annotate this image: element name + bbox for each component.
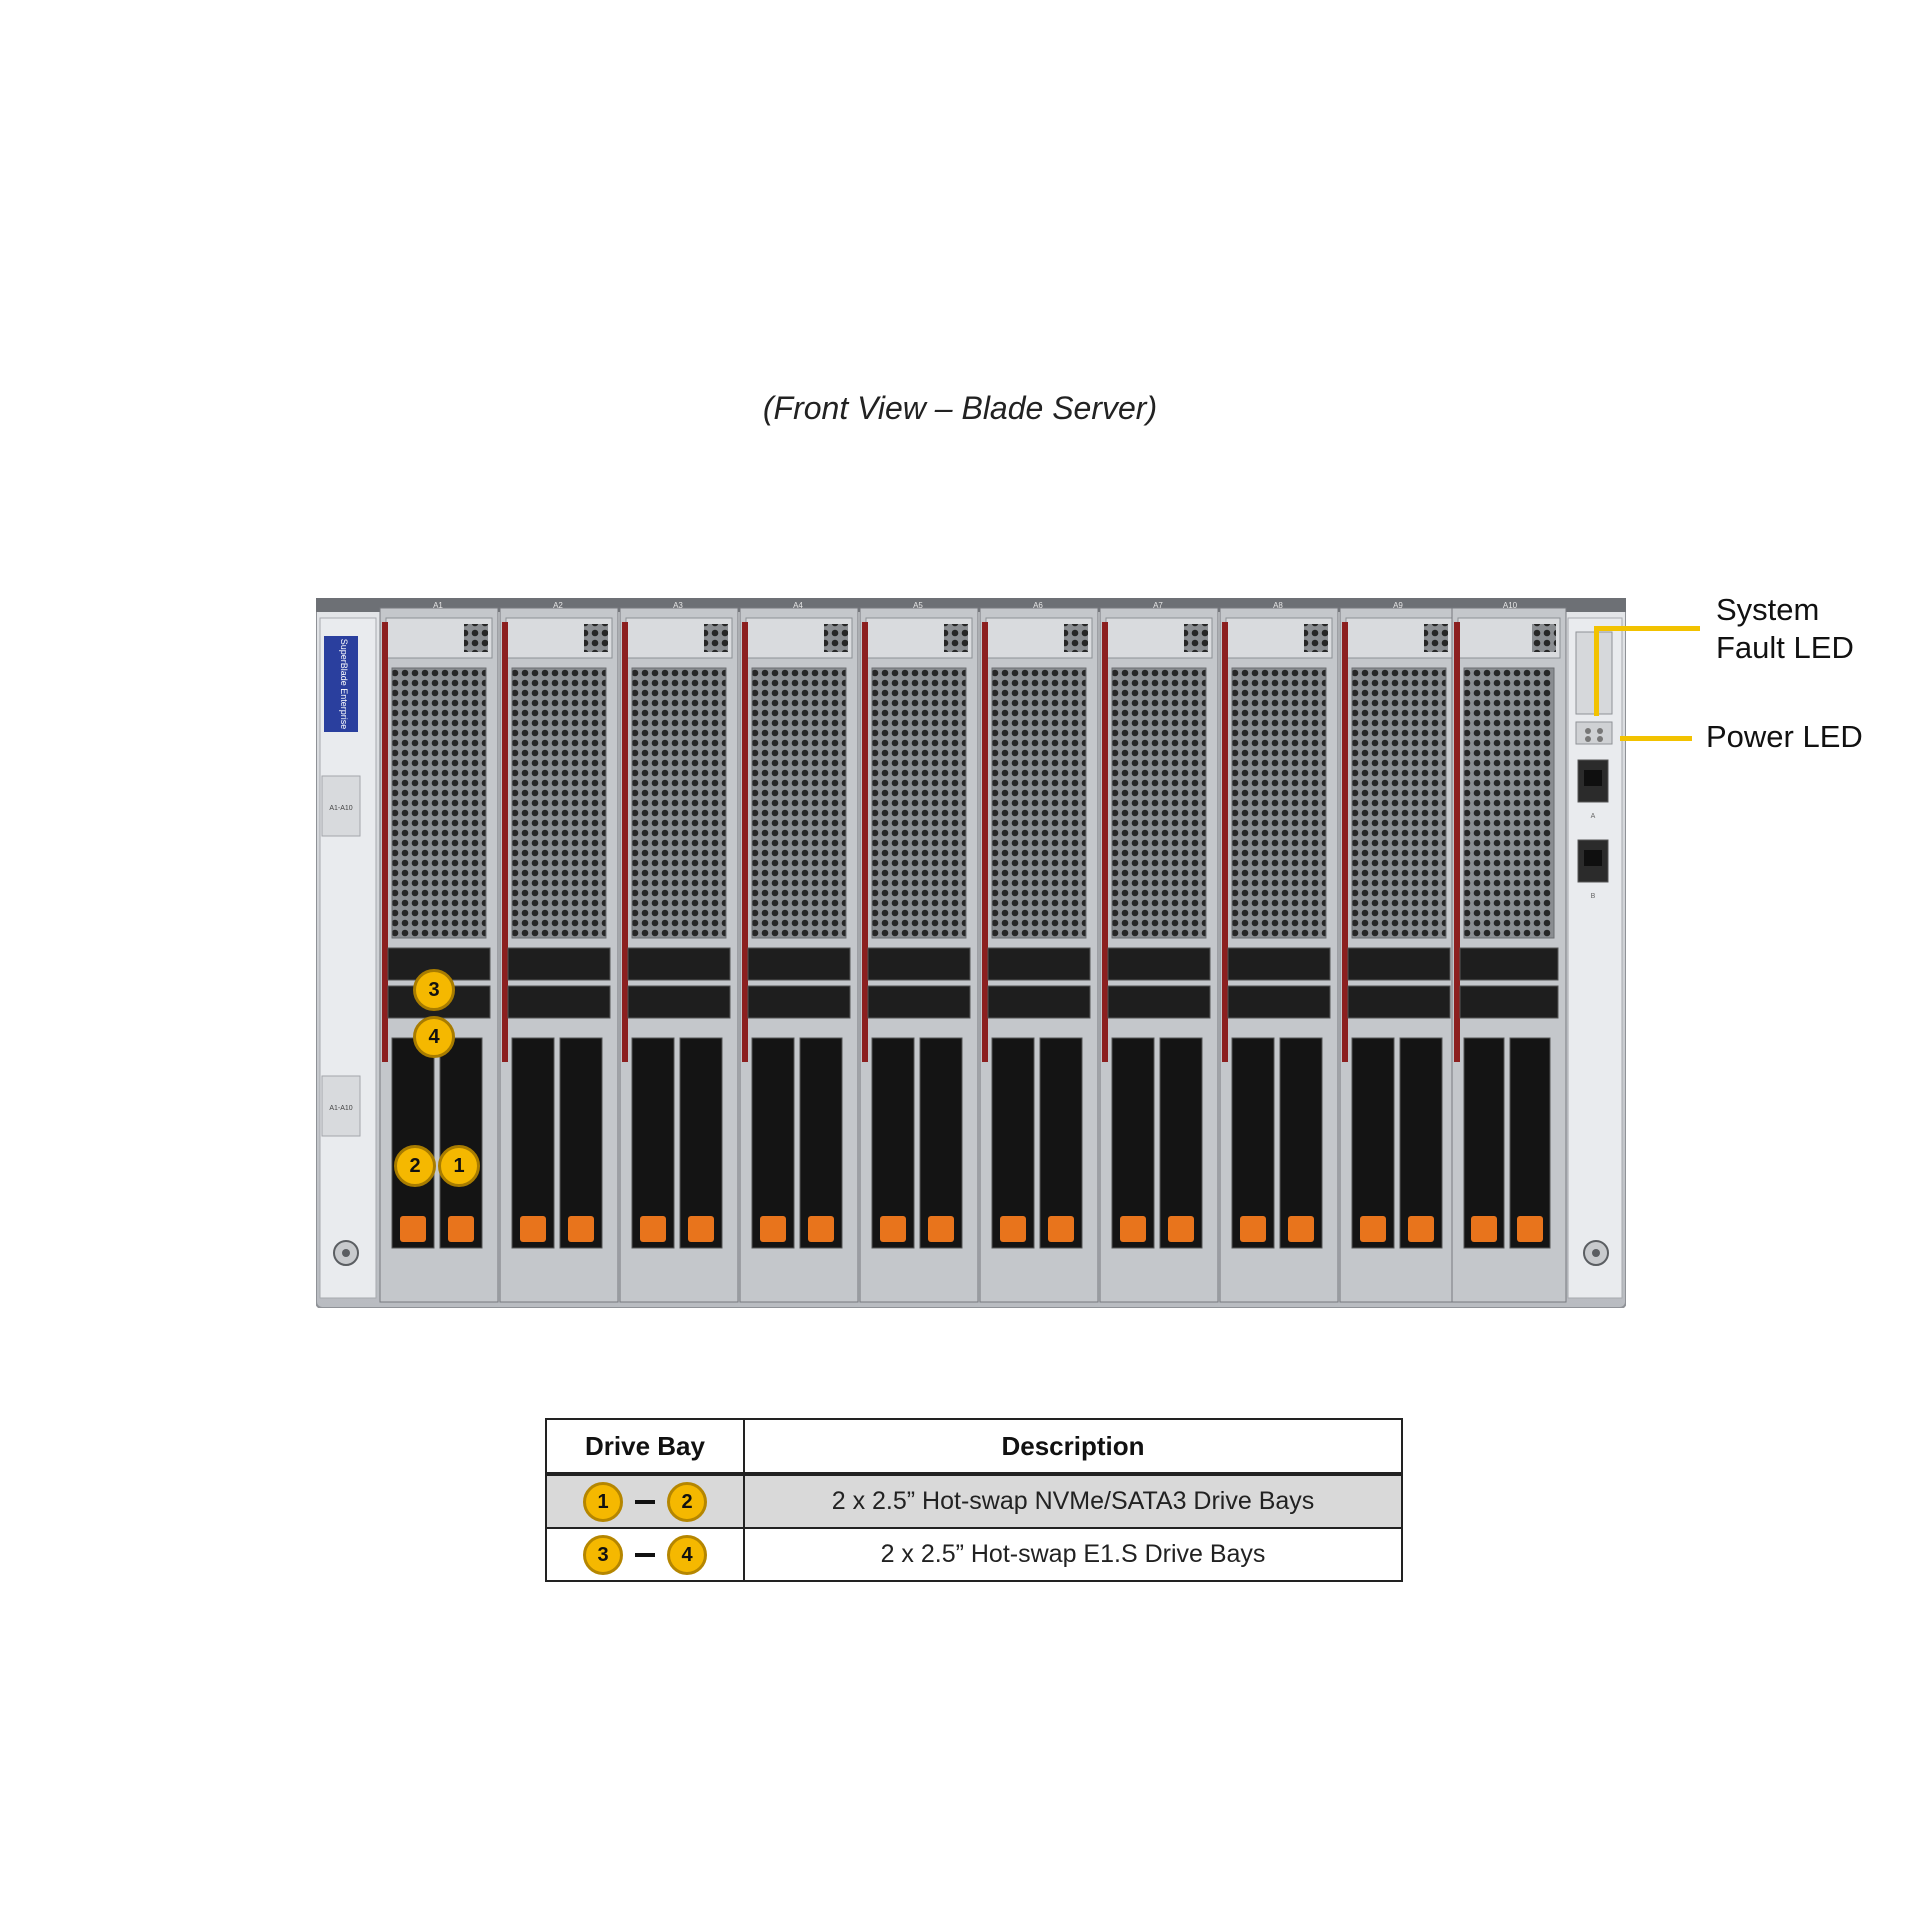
callout-marker-4: 4 (413, 1016, 455, 1058)
range-dash (635, 1499, 655, 1504)
fault-led-leader-drop (1594, 626, 1599, 716)
system-fault-led-label-line1: System (1716, 592, 1820, 627)
blade-slot-label: A8 (1273, 601, 1283, 610)
description-cell: 2 x 2.5” Hot-swap NVMe/SATA3 Drive Bays (743, 1473, 1403, 1529)
header-drive-bay: Drive Bay (545, 1418, 745, 1476)
blade-slot-label: A9 (1393, 601, 1403, 610)
power-led-leader (1620, 736, 1692, 741)
blade-1 (379, 607, 499, 1303)
blade-slot-label: A4 (793, 601, 803, 610)
header-description: Description (743, 1418, 1403, 1476)
blade-5 (859, 607, 979, 1303)
system-fault-led-label-line2: Fault LED (1716, 630, 1854, 665)
side-tag-bottom: A1-A10 (329, 1105, 352, 1112)
blade-slot-label: A6 (1033, 601, 1043, 610)
lan-port-label: B (1591, 893, 1596, 900)
range-dash (635, 1552, 655, 1557)
power-led-label: Power LED (1706, 719, 1863, 754)
brand-plate (324, 636, 358, 732)
blade-4 (739, 607, 859, 1303)
description-cell: 2 x 2.5” Hot-swap E1.S Drive Bays (743, 1527, 1403, 1582)
table-header-row: Drive Bay Description (545, 1418, 1403, 1476)
blade-slot-label: A2 (553, 601, 563, 610)
bay-badge-from: 1 (583, 1481, 623, 1522)
system-fault-led-label: System Fault LED (1716, 591, 1854, 667)
blade-chassis: SuperBlade Enterprise A1-A10 A1-A10 (316, 598, 1626, 1308)
callout-marker-3: 3 (413, 969, 455, 1011)
callout-marker-2: 2 (394, 1145, 436, 1187)
blade-slot-label: A10 (1503, 601, 1518, 610)
blade-slot-label: A5 (913, 601, 923, 610)
blade-slot-label: A1 (433, 601, 443, 610)
blade-3 (619, 607, 739, 1303)
callout-marker-1: 1 (438, 1145, 480, 1187)
blade-bays (379, 607, 1567, 1303)
fault-led-leader (1594, 626, 1700, 631)
blade-10 (1451, 607, 1567, 1303)
blade-6 (979, 607, 1099, 1303)
blade-8 (1219, 607, 1339, 1303)
blade-9 (1339, 607, 1459, 1303)
figure-caption: (Front View – Blade Server) (762, 390, 1158, 426)
bay-badge-from: 3 (583, 1534, 623, 1575)
power-led (1575, 721, 1613, 745)
blade-7 (1099, 607, 1219, 1303)
side-tag-top: A1-A10 (329, 805, 352, 812)
blade-slot-label: A7 (1153, 601, 1163, 610)
bay-badge-to: 2 (667, 1481, 707, 1522)
bay-badge-to: 4 (667, 1534, 707, 1575)
management-module (1567, 617, 1623, 1299)
brand-text: SuperBlade Enterprise (339, 639, 349, 730)
chassis-illustration: SuperBlade Enterprise A1-A10 A1-A10 (316, 598, 1626, 1308)
blade-slot-label: A3 (673, 601, 683, 610)
blade-2 (499, 607, 619, 1303)
lan-port-label: A (1591, 813, 1596, 820)
